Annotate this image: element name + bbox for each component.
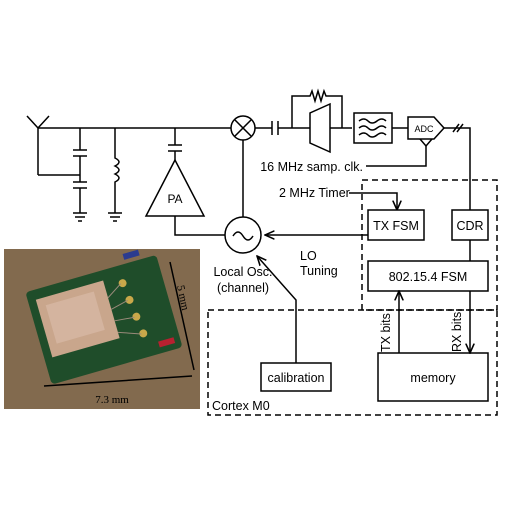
pa-amplifier: PA	[144, 128, 225, 236]
rx-bits-label: RX bits	[450, 312, 464, 352]
local-oscillator	[224, 216, 262, 254]
filter-icon	[353, 112, 408, 144]
lo-tuning-arrow	[257, 256, 297, 363]
adc-label: ADC	[414, 124, 434, 134]
mixer-icon	[230, 115, 256, 218]
timer-label: 2 MHz Timer	[279, 186, 350, 200]
samp-clk-label: 16 MHz samp. clk.	[260, 160, 363, 174]
coupling-capacitor	[255, 121, 310, 135]
fsm-region	[361, 179, 498, 311]
tx-fsm-block	[367, 209, 425, 241]
tx-fsm-label: TX FSM	[373, 219, 419, 233]
local-osc-label-line2: (channel)	[217, 281, 269, 295]
cortex-label: Cortex M0	[212, 399, 270, 413]
chip-photo: 5 mm 7.3 mm	[4, 249, 200, 409]
memory-block	[377, 352, 489, 402]
adc-block: ADC	[366, 116, 471, 210]
calibration-block	[260, 362, 332, 392]
fsm-block	[367, 260, 489, 292]
local-osc-label-line1: Local Osc.	[213, 265, 272, 279]
cdr-block	[451, 209, 489, 241]
tx-bits-label: TX bits	[379, 313, 393, 352]
pa-label: PA	[167, 192, 182, 206]
cortex-region	[207, 309, 498, 416]
cdr-label: CDR	[456, 219, 483, 233]
dim-height-label: 5 mm	[174, 284, 191, 312]
fsm-label: 802.15.4 FSM	[389, 270, 468, 284]
calibration-label: calibration	[268, 371, 325, 385]
dim-width-line	[43, 375, 193, 387]
memory-label: memory	[410, 371, 456, 385]
tia-amplifier	[291, 88, 352, 154]
lo-tuning-line2: Tuning	[300, 264, 338, 278]
inductor-icon	[108, 128, 122, 222]
matching-capacitors	[38, 128, 87, 222]
lo-tuning-line1: LO	[300, 249, 317, 263]
antenna-icon	[26, 115, 50, 175]
dim-width-label: 7.3 mm	[95, 394, 129, 406]
timer-line	[349, 192, 397, 210]
dim-height-line	[169, 261, 195, 371]
